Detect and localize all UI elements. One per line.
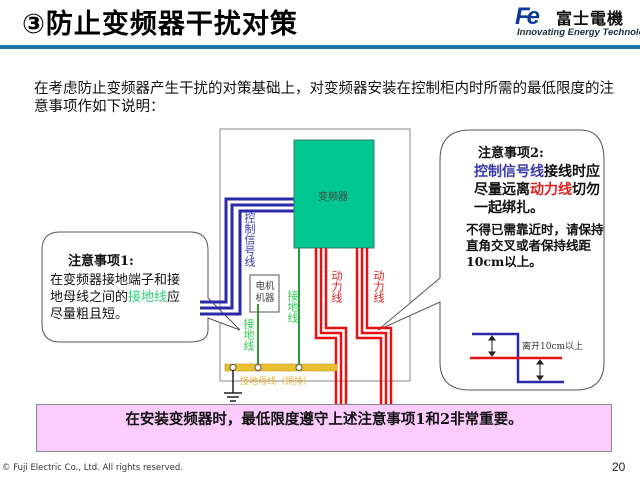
bus-terminal	[295, 364, 303, 371]
spacing-illustration	[470, 332, 564, 384]
logo-company-name: 富士電機	[556, 9, 625, 28]
bus-terminal	[229, 364, 237, 371]
control-signal-label: 控制信号线	[243, 212, 256, 267]
note2-text-b: 切勿一起绑扎。	[474, 182, 600, 216]
note2-title: 注意事项2:	[478, 146, 544, 161]
inverter-label: 变频器	[318, 192, 348, 203]
note1-body: 在变频器接地端子和接地母线之间的接地线应尽量粗且短。	[50, 272, 190, 323]
distance-arrow-icon	[488, 335, 544, 381]
note2-highlight-control: 控制信号线	[474, 164, 544, 180]
note2-text-a: 接线时应尽量远离	[474, 164, 600, 198]
note1-title: 注意事项1:	[68, 254, 134, 269]
fuji-electric-logo: Fe 富士電機 Innovating Energy Technology	[515, 3, 640, 39]
logo-tagline: Innovating Energy Technology	[517, 27, 640, 38]
note2-body: 控制信号线接线时应尽量远离动力线切勿一起绑扎。	[474, 163, 604, 217]
intro-paragraph: 在考虑防止变频器产生干扰的对策基础上，对变频器安装在控制柜内时所需的最低限度的注…	[34, 81, 614, 115]
logo-mark: Fe	[515, 3, 540, 30]
power-line-label-1: 动力线	[330, 270, 343, 303]
summary-text: 在安装变频器时，最低限度遵守上述注意事项1和2非常重要。	[125, 411, 523, 428]
motor-label: 电机机器	[255, 281, 275, 304]
note1-text-b: 应尽量粗且短。	[50, 290, 181, 322]
bus-terminal	[254, 364, 262, 371]
note2-callout-bubble	[377, 129, 605, 391]
note2-body-extra: 不得已需靠近时，请保持直角交叉或者保持线距10cm以上。	[466, 222, 604, 269]
ground-bus-label: 接地母线（铜排）	[240, 377, 313, 387]
inverter-box	[293, 139, 375, 249]
distance-label: 离开10cm以上	[522, 342, 584, 352]
control-signal-lines	[200, 197, 296, 316]
ground-wire-label-left: 接地线	[242, 318, 255, 351]
page-number: 20	[612, 460, 626, 474]
note1-highlight-ground: 接地线	[128, 290, 168, 305]
page-title: ③防止变频器干扰对策	[22, 9, 298, 40]
copyright: © Fuji Electric Co., Ltd. All rights res…	[2, 463, 183, 473]
note2-highlight-power: 动力线	[530, 182, 572, 198]
note1-callout-bubble	[41, 231, 241, 343]
power-lines-2	[355, 248, 393, 410]
power-line-label-2: 动力线	[372, 270, 385, 303]
ground-wires	[257, 248, 300, 368]
earth-ground-icon	[224, 370, 242, 402]
power-lines-1	[314, 248, 348, 410]
ground-wire-label-right: 接地线	[286, 290, 299, 323]
summary-box: 在安装变频器时，最低限度遵守上述注意事项1和2非常重要。	[36, 404, 612, 452]
ground-bus-bar	[224, 363, 338, 372]
note1-text-a: 在变频器接地端子和接地母线之间的	[50, 273, 181, 305]
motor-equipment-box	[249, 274, 280, 313]
title-divider	[0, 45, 640, 49]
